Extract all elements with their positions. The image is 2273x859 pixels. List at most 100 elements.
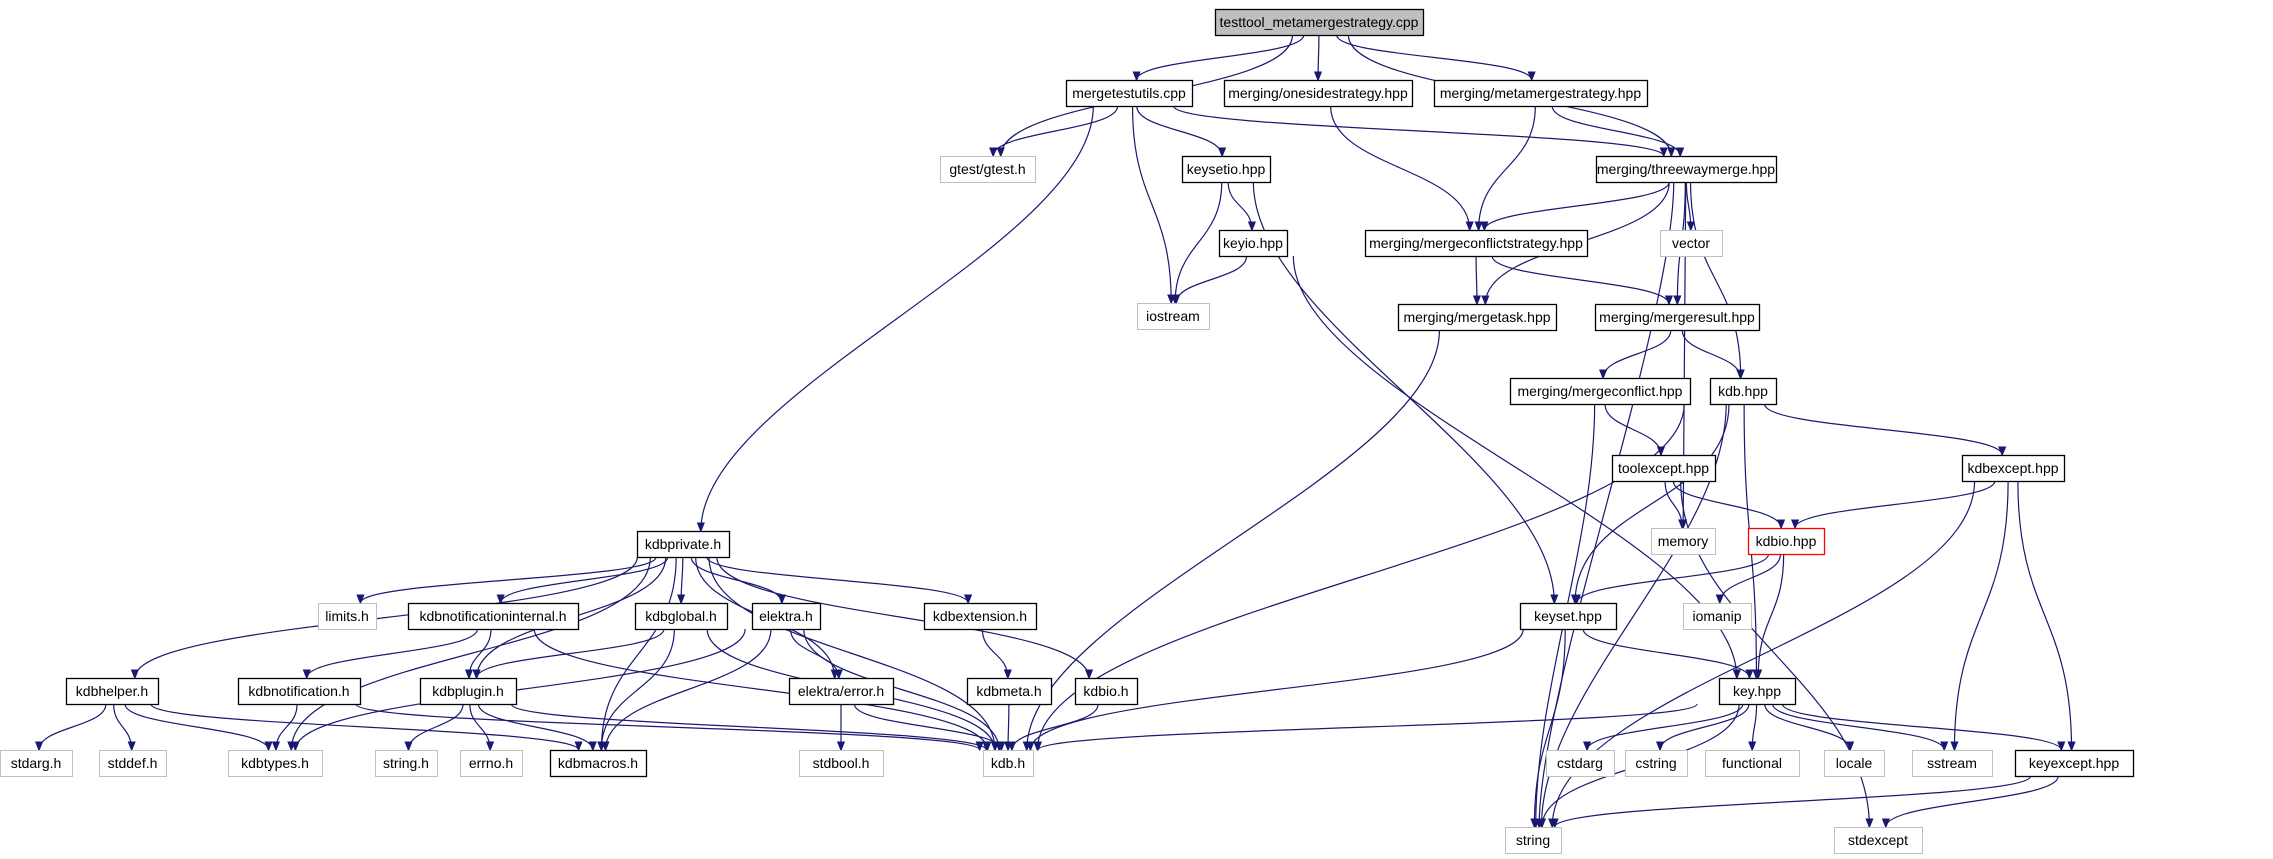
edges-layer [39, 34, 2072, 827]
node-label-kdbextension: kdbextension.h [933, 608, 1027, 624]
node-limits[interactable]: limits.h [318, 603, 377, 630]
node-label-mergeconflict: merging/mergeconflict.hpp [1518, 383, 1683, 399]
node-stringh[interactable]: string.h [375, 750, 438, 777]
node-kdbmeta[interactable]: kdbmeta.h [966, 677, 1053, 706]
node-stdexcept[interactable]: stdexcept [1834, 827, 1923, 854]
edge-mergetestutils-to-keysetio [1136, 105, 1222, 156]
node-label-kdbnotification: kdbnotification.h [248, 683, 349, 699]
node-label-stdbool: stdbool.h [813, 755, 870, 771]
node-kdbextension[interactable]: kdbextension.h [923, 602, 1038, 631]
node-label-memory: memory [1658, 533, 1709, 549]
node-stddef[interactable]: stddef.h [99, 750, 167, 777]
node-errno[interactable]: errno.h [460, 750, 523, 777]
node-label-stdexcept: stdexcept [1848, 832, 1908, 848]
edge-kdbglobal-to-kdbmacros [601, 628, 675, 750]
edge-kdbhpp-to-keyset [1575, 403, 1730, 603]
node-kdbio[interactable]: kdbio.hpp [1747, 527, 1826, 556]
node-label-stddef: stddef.h [108, 755, 158, 771]
node-label-keyset: keyset.hpp [1534, 608, 1602, 624]
node-root[interactable]: testtool_metamergestrategy.cpp [1214, 8, 1425, 37]
edge-kdbprivate-to-kdbmacros [601, 556, 677, 750]
node-keysetio[interactable]: keysetio.hpp [1181, 155, 1272, 184]
node-keyhpp[interactable]: key.hpp [1718, 677, 1797, 706]
edge-keyexcept-to-string [1555, 775, 2032, 827]
node-box-kdbioh [1074, 677, 1139, 706]
node-label-sstream: sstream [1927, 755, 1977, 771]
node-label-mergetestutils: mergetestutils.cpp [1072, 85, 1186, 101]
edge-kdbplugin-to-errno [469, 703, 490, 750]
node-kdbioh[interactable]: kdbio.h [1074, 677, 1139, 706]
node-cstdarg[interactable]: cstdarg [1546, 750, 1615, 777]
node-iostream[interactable]: iostream [1137, 303, 1210, 330]
node-box-kdbtypes [228, 750, 323, 777]
node-box-iomanip [1683, 603, 1752, 630]
edge-kdbio-to-keyset [1577, 553, 1770, 603]
edge-elektra-to-kdbtypes [295, 628, 746, 750]
node-box-mergetask [1397, 303, 1558, 332]
node-onesidestrategy[interactable]: merging/onesidestrategy.hpp [1223, 79, 1414, 108]
node-mergetask[interactable]: merging/mergetask.hpp [1397, 303, 1558, 332]
node-keyset[interactable]: keyset.hpp [1519, 602, 1618, 631]
node-label-mergetask: merging/mergetask.hpp [1403, 309, 1550, 325]
node-mergeconflict[interactable]: merging/mergeconflict.hpp [1509, 377, 1692, 406]
node-kdbprivate[interactable]: kdbprivate.h [636, 530, 731, 559]
node-metamergestrategy[interactable]: merging/metamergestrategy.hpp [1433, 79, 1649, 108]
edge-kdbprivate-to-kdbnotificationinternal [501, 556, 669, 603]
node-box-mergeresult [1594, 303, 1761, 332]
node-stdbool[interactable]: stdbool.h [799, 750, 884, 777]
edge-threewaymerge-to-string [1539, 181, 1675, 827]
node-elektra[interactable]: elektra.h [751, 602, 822, 631]
node-label-keyio: keyio.hpp [1223, 235, 1283, 251]
node-label-root: testtool_metamergestrategy.cpp [1220, 14, 1419, 30]
node-keyexcept[interactable]: keyexcept.hpp [2014, 749, 2135, 778]
node-toolexcept[interactable]: toolexcept.hpp [1611, 454, 1717, 483]
edge-elektra-to-kdbh [803, 628, 999, 750]
node-memory[interactable]: memory [1651, 528, 1716, 555]
edge-kdbhelper-to-kdbtypes [124, 703, 268, 750]
node-kdbh[interactable]: kdb.h [983, 750, 1034, 777]
node-label-elektra: elektra.h [759, 608, 813, 624]
node-label-onesidestrategy: merging/onesidestrategy.hpp [1228, 85, 1408, 101]
node-kdbglobal[interactable]: kdbglobal.h [634, 602, 729, 631]
node-kdbhpp[interactable]: kdb.hpp [1709, 377, 1778, 406]
edge-kdbnotificationinternal-to-kdbplugin [469, 628, 492, 678]
edge-kdbprivate-to-kdbtypes [291, 556, 651, 750]
node-keyio[interactable]: keyio.hpp [1218, 229, 1289, 258]
node-box-cstdarg [1546, 750, 1615, 777]
node-string[interactable]: string [1505, 827, 1562, 854]
node-box-stdarg [0, 750, 73, 777]
node-stdarg[interactable]: stdarg.h [0, 750, 73, 777]
node-box-kdbmeta [966, 677, 1053, 706]
node-cstring[interactable]: cstring [1625, 750, 1688, 777]
edge-keyhpp-to-cstring [1660, 703, 1750, 750]
node-gtest[interactable]: gtest/gtest.h [940, 156, 1036, 183]
node-threewaymerge[interactable]: merging/threewaymerge.hpp [1595, 155, 1778, 184]
node-kdbexcept[interactable]: kdbexcept.hpp [1961, 454, 2066, 483]
edge-keyset-to-keyhpp [1582, 628, 1749, 678]
node-box-kdbplugin [419, 677, 518, 706]
node-kdbhelper[interactable]: kdbhelper.h [65, 677, 160, 706]
node-kdbplugin[interactable]: kdbplugin.h [419, 677, 518, 706]
node-mergetestutils[interactable]: mergetestutils.cpp [1065, 79, 1194, 108]
edge-keysetio-to-iostream [1175, 181, 1223, 303]
node-box-sstream [1912, 750, 1993, 777]
node-mergeconflictstrategy[interactable]: merging/mergeconflictstrategy.hpp [1364, 229, 1589, 258]
node-sstream[interactable]: sstream [1912, 750, 1993, 777]
node-iomanip[interactable]: iomanip [1683, 603, 1752, 630]
edge-mergetestutils-to-threewaymerge [1172, 105, 1664, 156]
node-kdbmacros[interactable]: kdbmacros.h [549, 749, 648, 778]
node-locale[interactable]: locale [1824, 750, 1885, 777]
node-elektraerror[interactable]: elektra/error.h [788, 677, 895, 706]
node-kdbnotificationinternal[interactable]: kdbnotificationinternal.h [407, 602, 580, 631]
node-mergeresult[interactable]: merging/mergeresult.hpp [1594, 303, 1761, 332]
node-label-cstdarg: cstdarg [1557, 755, 1603, 771]
edge-elektra-to-kdbmacros [606, 628, 772, 750]
node-kdbnotification[interactable]: kdbnotification.h [237, 677, 362, 706]
node-functional[interactable]: functional [1705, 750, 1800, 777]
node-label-keyexcept: keyexcept.hpp [2029, 755, 2119, 771]
node-vector[interactable]: vector [1660, 230, 1723, 257]
edge-toolexcept-to-kdbio [1672, 480, 1781, 528]
node-box-mergeconflictstrategy [1364, 229, 1589, 258]
node-kdbtypes[interactable]: kdbtypes.h [228, 750, 323, 777]
